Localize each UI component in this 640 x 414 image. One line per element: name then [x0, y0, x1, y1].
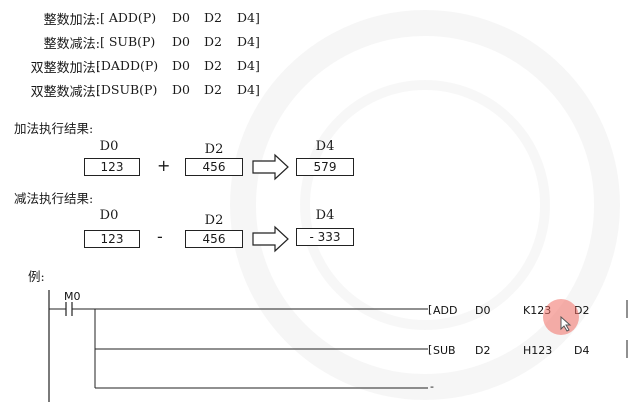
instruction-label: 双整数减法:	[30, 85, 100, 100]
add-src1-box: 123	[84, 158, 140, 176]
instruction-arg: D0	[172, 10, 190, 25]
instruction-arg: D0	[172, 82, 190, 97]
instruction-label: 整数加法:	[43, 13, 100, 28]
instruction-arg: D4]	[237, 82, 260, 97]
add-src2-label: D2	[204, 142, 224, 157]
instruction-op: [ SUB(P)	[100, 34, 156, 49]
rung-1-op: ADD	[433, 304, 458, 317]
instruction-arg: D2	[204, 10, 222, 25]
rung-2-op: SUB	[433, 344, 456, 357]
instruction-arg: D2	[204, 82, 222, 97]
add-operator: +	[157, 156, 171, 175]
sub-operator: -	[157, 227, 163, 246]
sub-src2-box: 456	[185, 230, 243, 248]
sub-src1-label: D0	[99, 208, 119, 223]
instruction-arg: D0	[172, 58, 190, 73]
rung-2-s2: H123	[523, 344, 553, 357]
mouse-cursor-icon	[560, 316, 572, 332]
instruction-op: [DADD(P)	[96, 58, 159, 73]
instruction-arg: D0	[172, 34, 190, 49]
rung-2-bracket: [	[428, 343, 433, 356]
sub-result-heading: 减法执行结果:	[14, 191, 94, 206]
arrow-right-icon	[252, 225, 289, 253]
rung-1-s1: D0	[475, 304, 491, 317]
sub-dst-label: D4	[315, 208, 335, 223]
instruction-op: [DSUB(P)	[96, 82, 158, 97]
instruction-arg: D4]	[237, 34, 260, 49]
add-dst-box: 579	[296, 158, 354, 176]
add-src2-box: 456	[185, 158, 243, 176]
contact-label: M0	[64, 290, 81, 303]
example-heading: 例:	[28, 269, 45, 284]
sub-src1-box: 123	[84, 230, 140, 248]
add-result-heading: 加法执行结果:	[14, 121, 94, 136]
instruction-label: 整数减法:	[43, 37, 100, 52]
rung-3-mark: -	[430, 380, 434, 393]
instruction-arg: D2	[204, 34, 222, 49]
sub-src2-label: D2	[204, 213, 224, 228]
sub-dst-box: - 333	[296, 228, 354, 246]
instruction-op: [ ADD(P)	[100, 10, 157, 25]
instruction-label: 双整数加法:	[30, 61, 100, 76]
add-src1-label: D0	[99, 139, 119, 154]
arrow-right-icon	[252, 153, 289, 181]
rung-2-s1: D2	[475, 344, 491, 357]
instruction-arg: D4]	[237, 10, 260, 25]
rung-1-bracket: [	[428, 303, 433, 316]
add-dst-label: D4	[315, 139, 335, 154]
instruction-arg: D4]	[237, 58, 260, 73]
instruction-arg: D2	[204, 58, 222, 73]
rung-2-d: D4	[574, 344, 590, 357]
